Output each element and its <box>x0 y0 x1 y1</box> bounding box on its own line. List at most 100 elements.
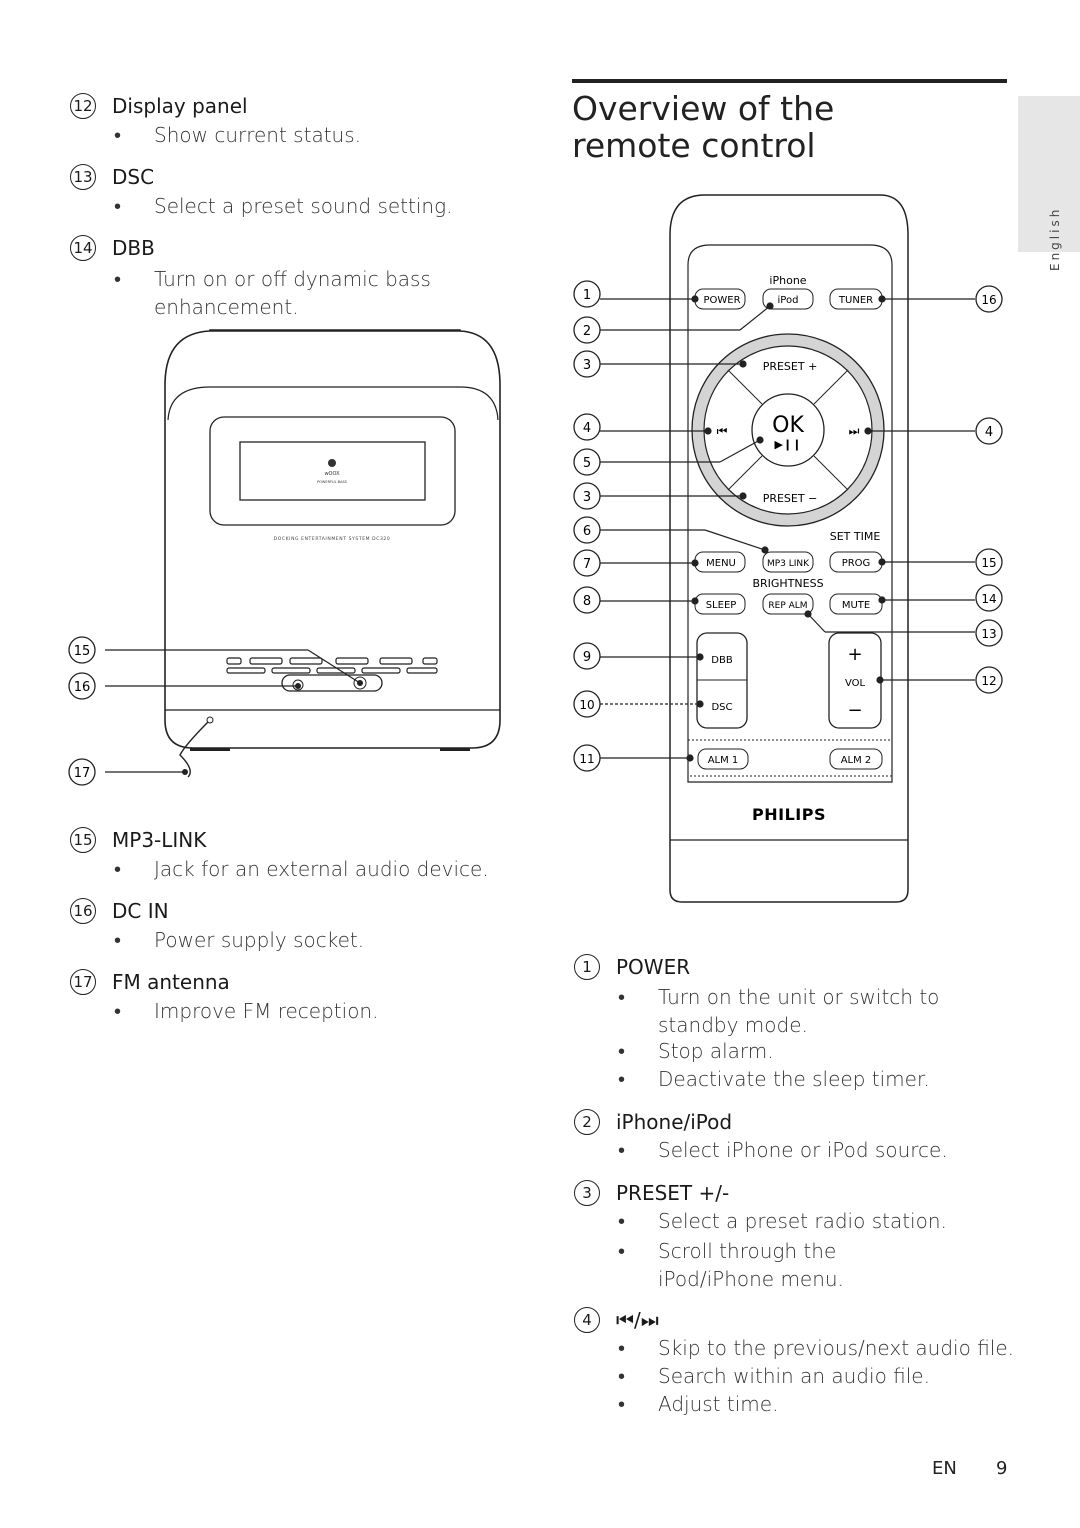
item-fm-antenna: 17 FM antenna <box>70 969 230 995</box>
page-title: Overview of the remote control <box>572 89 835 165</box>
dsc-label: DSC <box>711 702 732 713</box>
philips-logo: PHILIPS <box>752 805 826 824</box>
bullet: •Skip to the previous/next audio file. <box>618 1336 1015 1360</box>
power-label: POWER <box>703 295 740 306</box>
callout-15: 15 <box>74 644 91 659</box>
item-label: DSC <box>112 165 155 189</box>
alm2-label: ALM 2 <box>841 755 872 766</box>
preset-plus-button[interactable]: PRESET + <box>763 360 818 373</box>
ok-button[interactable] <box>751 393 825 467</box>
item-label: Display panel <box>112 94 248 118</box>
svg-text:12: 12 <box>981 674 996 688</box>
bullet: •Search within an audio file. <box>618 1364 930 1388</box>
device-buttons <box>226 657 438 674</box>
ipod-button[interactable] <box>762 288 814 310</box>
vol-minus-label: − <box>847 700 862 721</box>
svg-text:16: 16 <box>981 293 996 307</box>
bullet: •Improve FM reception. <box>114 999 379 1023</box>
device-model-text: DOCKING ENTERTAINMENT SYSTEM DC320 <box>274 536 391 542</box>
svg-text:2: 2 <box>583 324 591 339</box>
bullet: •Select a preset sound setting. <box>114 194 453 218</box>
svg-text:1: 1 <box>583 288 591 303</box>
item-label: PRESET +/- <box>616 1181 730 1205</box>
bullet: •Stop alarm. <box>618 1039 774 1063</box>
display-panel <box>239 441 426 501</box>
svg-text:14: 14 <box>981 592 996 606</box>
rep-alm-label: REP ALM <box>768 601 807 611</box>
device-logo-text: wOOX <box>324 471 340 477</box>
svg-text:6: 6 <box>583 524 591 539</box>
remote-right-callout-lines <box>804 295 975 684</box>
device-logo-sub: POWERFUL BASS <box>317 480 348 484</box>
svg-text:8: 8 <box>583 594 591 609</box>
item-dbb: 14 DBB <box>70 235 155 261</box>
item-label: MP3-LINK <box>112 828 207 852</box>
svg-text:15: 15 <box>981 556 996 570</box>
item-number: 4 <box>574 1307 600 1333</box>
item-number: 2 <box>574 1109 600 1135</box>
svg-text:10: 10 <box>579 698 594 712</box>
mp3link-button[interactable] <box>762 551 814 573</box>
item-label: FM antenna <box>112 970 230 994</box>
item-power: 1 POWER <box>574 954 690 980</box>
iphone-label: iPhone <box>769 274 806 287</box>
vol-plus-label: + <box>847 644 862 665</box>
item-preset: 3 PRESET +/- <box>574 1180 729 1206</box>
item-display-panel: 12 Display panel <box>70 93 248 119</box>
item-number: 12 <box>70 93 96 119</box>
item-label: DC IN <box>112 899 169 923</box>
ipod-label: iPod <box>778 295 799 306</box>
item-iphone-ipod: 2 iPhone/iPod <box>574 1109 732 1135</box>
bullet: •Adjust time. <box>618 1392 779 1416</box>
remote-illustration: iPhone POWER iPod TUNER PRESET + PRESET … <box>573 194 1003 903</box>
skip-icon: ⏮/⏭ <box>616 1308 659 1332</box>
bullet: •Scroll through the iPod/iPhone menu. <box>618 1239 844 1291</box>
next-button[interactable]: ⏭ <box>849 424 860 438</box>
item-label: POWER <box>616 955 691 979</box>
mute-label: MUTE <box>842 600 870 611</box>
device-callouts: 15 16 17 <box>68 636 363 786</box>
fm-antenna-wire <box>179 719 211 778</box>
bullet: •Jack for an external audio device. <box>114 857 489 881</box>
language-tab: English <box>1018 96 1080 271</box>
svg-text:4: 4 <box>985 425 993 440</box>
item-number: 17 <box>70 969 96 995</box>
language-tab-label: English <box>1048 206 1062 271</box>
alm2-button[interactable] <box>829 748 883 770</box>
svg-text:9: 9 <box>583 650 591 665</box>
heading-rule <box>572 79 1007 83</box>
play-pause-icon: ▶❙❙ <box>775 438 802 451</box>
svg-text:11: 11 <box>579 752 594 766</box>
item-number: 1 <box>574 954 600 980</box>
item-number: 16 <box>70 898 96 924</box>
set-time-label: SET TIME <box>830 530 881 543</box>
svg-text:4: 4 <box>583 421 591 436</box>
dbb-label: DBB <box>711 655 733 666</box>
bullet: •Turn on the unit or switch to standby m… <box>618 985 940 1037</box>
prev-button[interactable]: ⏮ <box>717 424 728 438</box>
svg-text:3: 3 <box>583 358 591 373</box>
bullet: •Select iPhone or iPod source. <box>618 1138 948 1162</box>
bullet: •Power supply socket. <box>114 928 365 952</box>
bullet: •Select a preset radio station. <box>618 1209 947 1233</box>
prog-label: PROG <box>842 558 871 569</box>
footer-lang: EN <box>932 1458 957 1479</box>
callout-17: 17 <box>74 766 91 781</box>
alm1-label: ALM 1 <box>708 755 739 766</box>
brightness-label: BRIGHTNESS <box>752 577 823 590</box>
svg-text:13: 13 <box>981 627 996 641</box>
vol-label: VOL <box>845 678 866 689</box>
svg-text:3: 3 <box>583 490 591 505</box>
svg-text:7: 7 <box>583 557 591 572</box>
tuner-label: TUNER <box>838 295 873 306</box>
bullet: •Turn on or off dynamic bass enhancement… <box>114 267 431 319</box>
rep-alm-button[interactable] <box>762 593 814 615</box>
menu-label: MENU <box>706 558 736 569</box>
item-mp3-link: 15 MP3-LINK <box>70 827 206 853</box>
alm1-button[interactable] <box>697 748 749 770</box>
preset-minus-button[interactable]: PRESET − <box>763 492 818 505</box>
ok-label: OK <box>772 413 804 438</box>
item-dc-in: 16 DC IN <box>70 898 169 924</box>
item-dsc: 13 DSC <box>70 164 154 190</box>
mute-button[interactable] <box>829 593 883 615</box>
